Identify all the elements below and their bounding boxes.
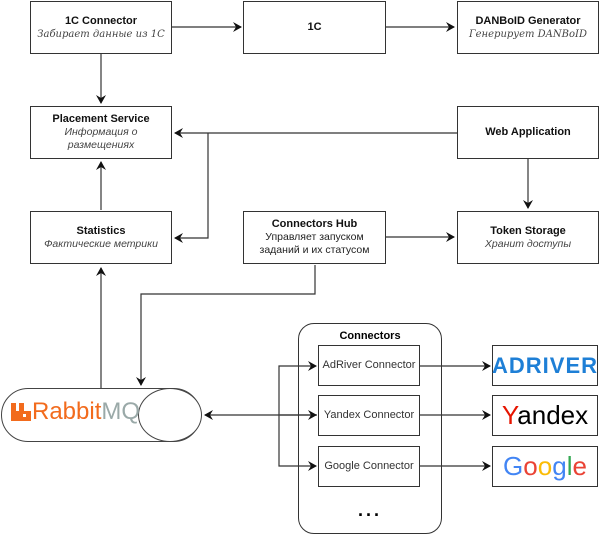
rabbitmq-label-rabbit: Rabbit	[32, 398, 102, 425]
node-danboid-generator[interactable]: DANBoID Generator Генерирует DANBoID	[457, 1, 599, 54]
node-title: 1C Connector	[64, 14, 138, 27]
node-token-storage[interactable]: Token Storage Хранит доступы	[457, 211, 599, 264]
node-title: DANBoID Generator	[475, 14, 581, 27]
connector-yandex[interactable]: Yandex Connector	[318, 395, 420, 436]
node-subtitle: Управляет запуском заданий и их статусом	[259, 231, 370, 256]
node-title: Token Storage	[490, 224, 566, 237]
node-connectors-hub[interactable]: Connectors Hub Управляет запуском задани…	[243, 211, 386, 264]
more-connectors-ellipsis: ...	[357, 500, 382, 520]
external-google[interactable]: Google	[492, 446, 598, 487]
adriver-logo: ADRIVER	[492, 353, 599, 378]
google-logo-letter: o	[523, 451, 538, 481]
node-subtitle: Генерирует DANBoID	[469, 28, 587, 40]
node-subtitle: Фактические метрики	[44, 237, 158, 250]
connector-adriver[interactable]: AdRiver Connector	[318, 345, 420, 386]
rabbitmq-cylinder-cap	[138, 388, 202, 442]
connector-label: AdRiver Connector	[322, 359, 416, 371]
google-logo-letter: l	[566, 451, 573, 481]
node-subtitle: Информация о размещениях	[64, 126, 138, 151]
node-1c[interactable]: 1C	[243, 1, 386, 54]
google-logo-letter: o	[537, 451, 553, 481]
connectors-group-title: Connectors	[339, 330, 401, 342]
node-subtitle: Забирает данные из 1C	[37, 28, 165, 40]
google-logo-letter: e	[572, 451, 587, 481]
connector-google[interactable]: Google Connector	[318, 446, 420, 487]
google-logo-letter: g	[552, 451, 567, 481]
edge-webapp-statistics	[174, 133, 209, 243]
connectors-group: Connectors ...	[298, 323, 442, 534]
rabbitmq-label-mq: MQ	[101, 398, 141, 425]
google-logo: Google	[503, 453, 587, 479]
external-yandex[interactable]: Yandex	[492, 395, 598, 436]
node-web-application[interactable]: Web Application	[457, 106, 599, 159]
node-title: Statistics	[76, 224, 126, 237]
node-title: Web Application	[485, 126, 571, 138]
edge-hub-rabbitmq	[136, 265, 316, 386]
external-adriver[interactable]: ADRIVER	[492, 345, 598, 386]
rabbitmq-logo-icon	[11, 403, 31, 421]
node-placement-service[interactable]: Placement Service Информация о размещени…	[30, 106, 172, 159]
google-logo-letter: G	[503, 451, 524, 481]
yandex-logo: Yandex	[501, 400, 589, 430]
connector-label: Yandex Connector	[323, 409, 415, 421]
node-title: 1C	[307, 21, 322, 33]
node-1c-connector[interactable]: 1C Connector Забирает данные из 1C	[30, 1, 172, 54]
node-statistics[interactable]: Statistics Фактические метрики	[30, 211, 172, 264]
node-title: Connectors Hub	[271, 218, 358, 230]
connector-label: Google Connector	[324, 460, 414, 472]
node-title: Placement Service	[52, 113, 150, 125]
node-subtitle: Хранит доступы	[484, 237, 572, 250]
